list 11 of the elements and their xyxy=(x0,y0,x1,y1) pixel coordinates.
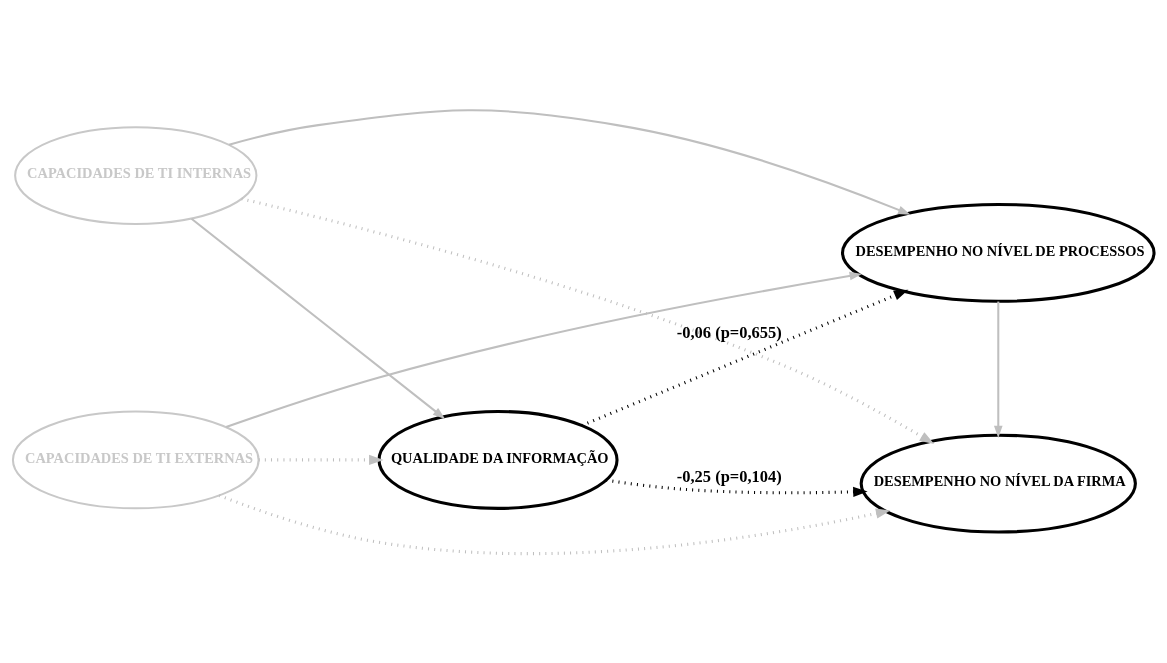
arrow xyxy=(606,478,868,497)
arrow xyxy=(225,271,862,428)
edge-label: -0,06 (p=0,655) xyxy=(676,322,782,342)
arrow xyxy=(258,454,384,465)
arrow xyxy=(581,289,909,427)
edge-label: -0,25 (p=0,104) xyxy=(676,466,782,486)
arrow xyxy=(190,217,446,419)
arrow xyxy=(218,493,891,555)
arrow xyxy=(993,301,1003,438)
arrow xyxy=(228,108,911,215)
arrow xyxy=(241,196,935,444)
